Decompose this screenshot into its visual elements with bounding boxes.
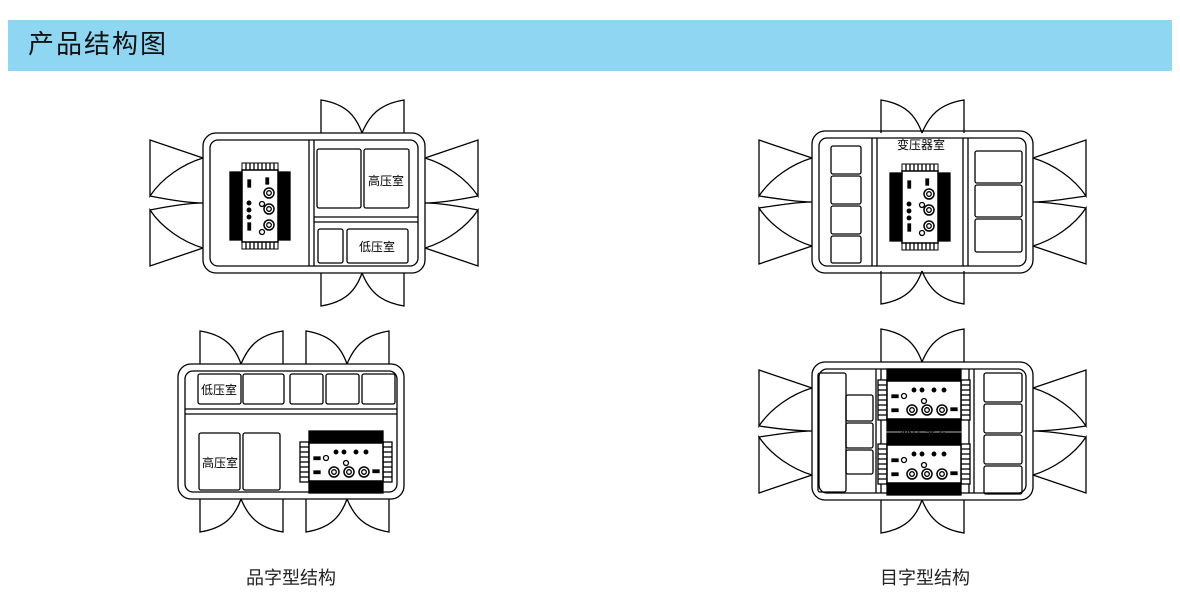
switchgear-panel bbox=[983, 434, 1023, 465]
layout-bottomleft bbox=[177, 330, 405, 533]
layout-topright bbox=[758, 99, 1087, 305]
transformer-icon bbox=[889, 163, 951, 251]
hv-panel bbox=[198, 432, 241, 491]
cabinet-inner bbox=[184, 370, 398, 493]
switchgear-panel bbox=[983, 372, 1023, 403]
transformer-room-label: 变压器室 bbox=[900, 426, 948, 441]
decorative-petals bbox=[199, 330, 390, 533]
layout-topleft bbox=[149, 99, 479, 307]
hv-room-label: 高压室 bbox=[202, 455, 238, 470]
switchgear-panel bbox=[845, 449, 874, 475]
hv-room-label: 高压室 bbox=[368, 173, 404, 188]
transformer-icon bbox=[877, 432, 971, 496]
transformer-room-label: 变压器室 bbox=[897, 137, 945, 152]
cabinet-outer bbox=[811, 361, 1034, 501]
cabinet-outer bbox=[811, 130, 1034, 274]
section-header: 产品结构图 bbox=[8, 20, 1172, 71]
lv-room-label: 低压室 bbox=[359, 239, 395, 254]
switchgear-panel bbox=[317, 228, 344, 264]
switchgear-panel bbox=[361, 373, 396, 405]
switchgear-panel bbox=[845, 394, 874, 422]
lv-room-label: 低压室 bbox=[201, 382, 237, 397]
caption-right: 目字型结构 bbox=[880, 568, 970, 589]
hv-panel bbox=[363, 148, 410, 209]
transformer-icon bbox=[877, 368, 971, 432]
switchgear-panel bbox=[974, 218, 1023, 253]
switchgear-panel bbox=[983, 465, 1023, 495]
switchgear-panel bbox=[830, 235, 862, 264]
switchgear-panel bbox=[830, 175, 862, 205]
switchgear-panel bbox=[242, 373, 285, 405]
caption-left: 品字型结构 bbox=[246, 568, 336, 589]
transformer-icon bbox=[299, 430, 393, 494]
cabinet-outer bbox=[202, 132, 426, 274]
switchgear-panel bbox=[845, 422, 874, 449]
decorative-petals bbox=[758, 99, 1087, 305]
switchgear-panel bbox=[316, 148, 362, 209]
page-title: 产品结构图 bbox=[28, 30, 169, 60]
switchgear-panel bbox=[974, 150, 1023, 184]
switchgear-panel bbox=[983, 403, 1023, 434]
cabinet-outer bbox=[177, 363, 405, 500]
switchgear-panel bbox=[325, 373, 360, 405]
lv-panel bbox=[197, 373, 242, 405]
switchgear-panel bbox=[830, 205, 862, 235]
lv-panel bbox=[346, 228, 409, 264]
switchgear-panel bbox=[817, 372, 847, 493]
switchgear-panel bbox=[289, 373, 324, 405]
switchgear-panel bbox=[974, 184, 1023, 218]
cabinet-inner bbox=[818, 137, 1027, 267]
switchgear-panel bbox=[242, 432, 281, 491]
switchgear-panel bbox=[830, 145, 862, 175]
transformer-icon bbox=[229, 162, 291, 250]
